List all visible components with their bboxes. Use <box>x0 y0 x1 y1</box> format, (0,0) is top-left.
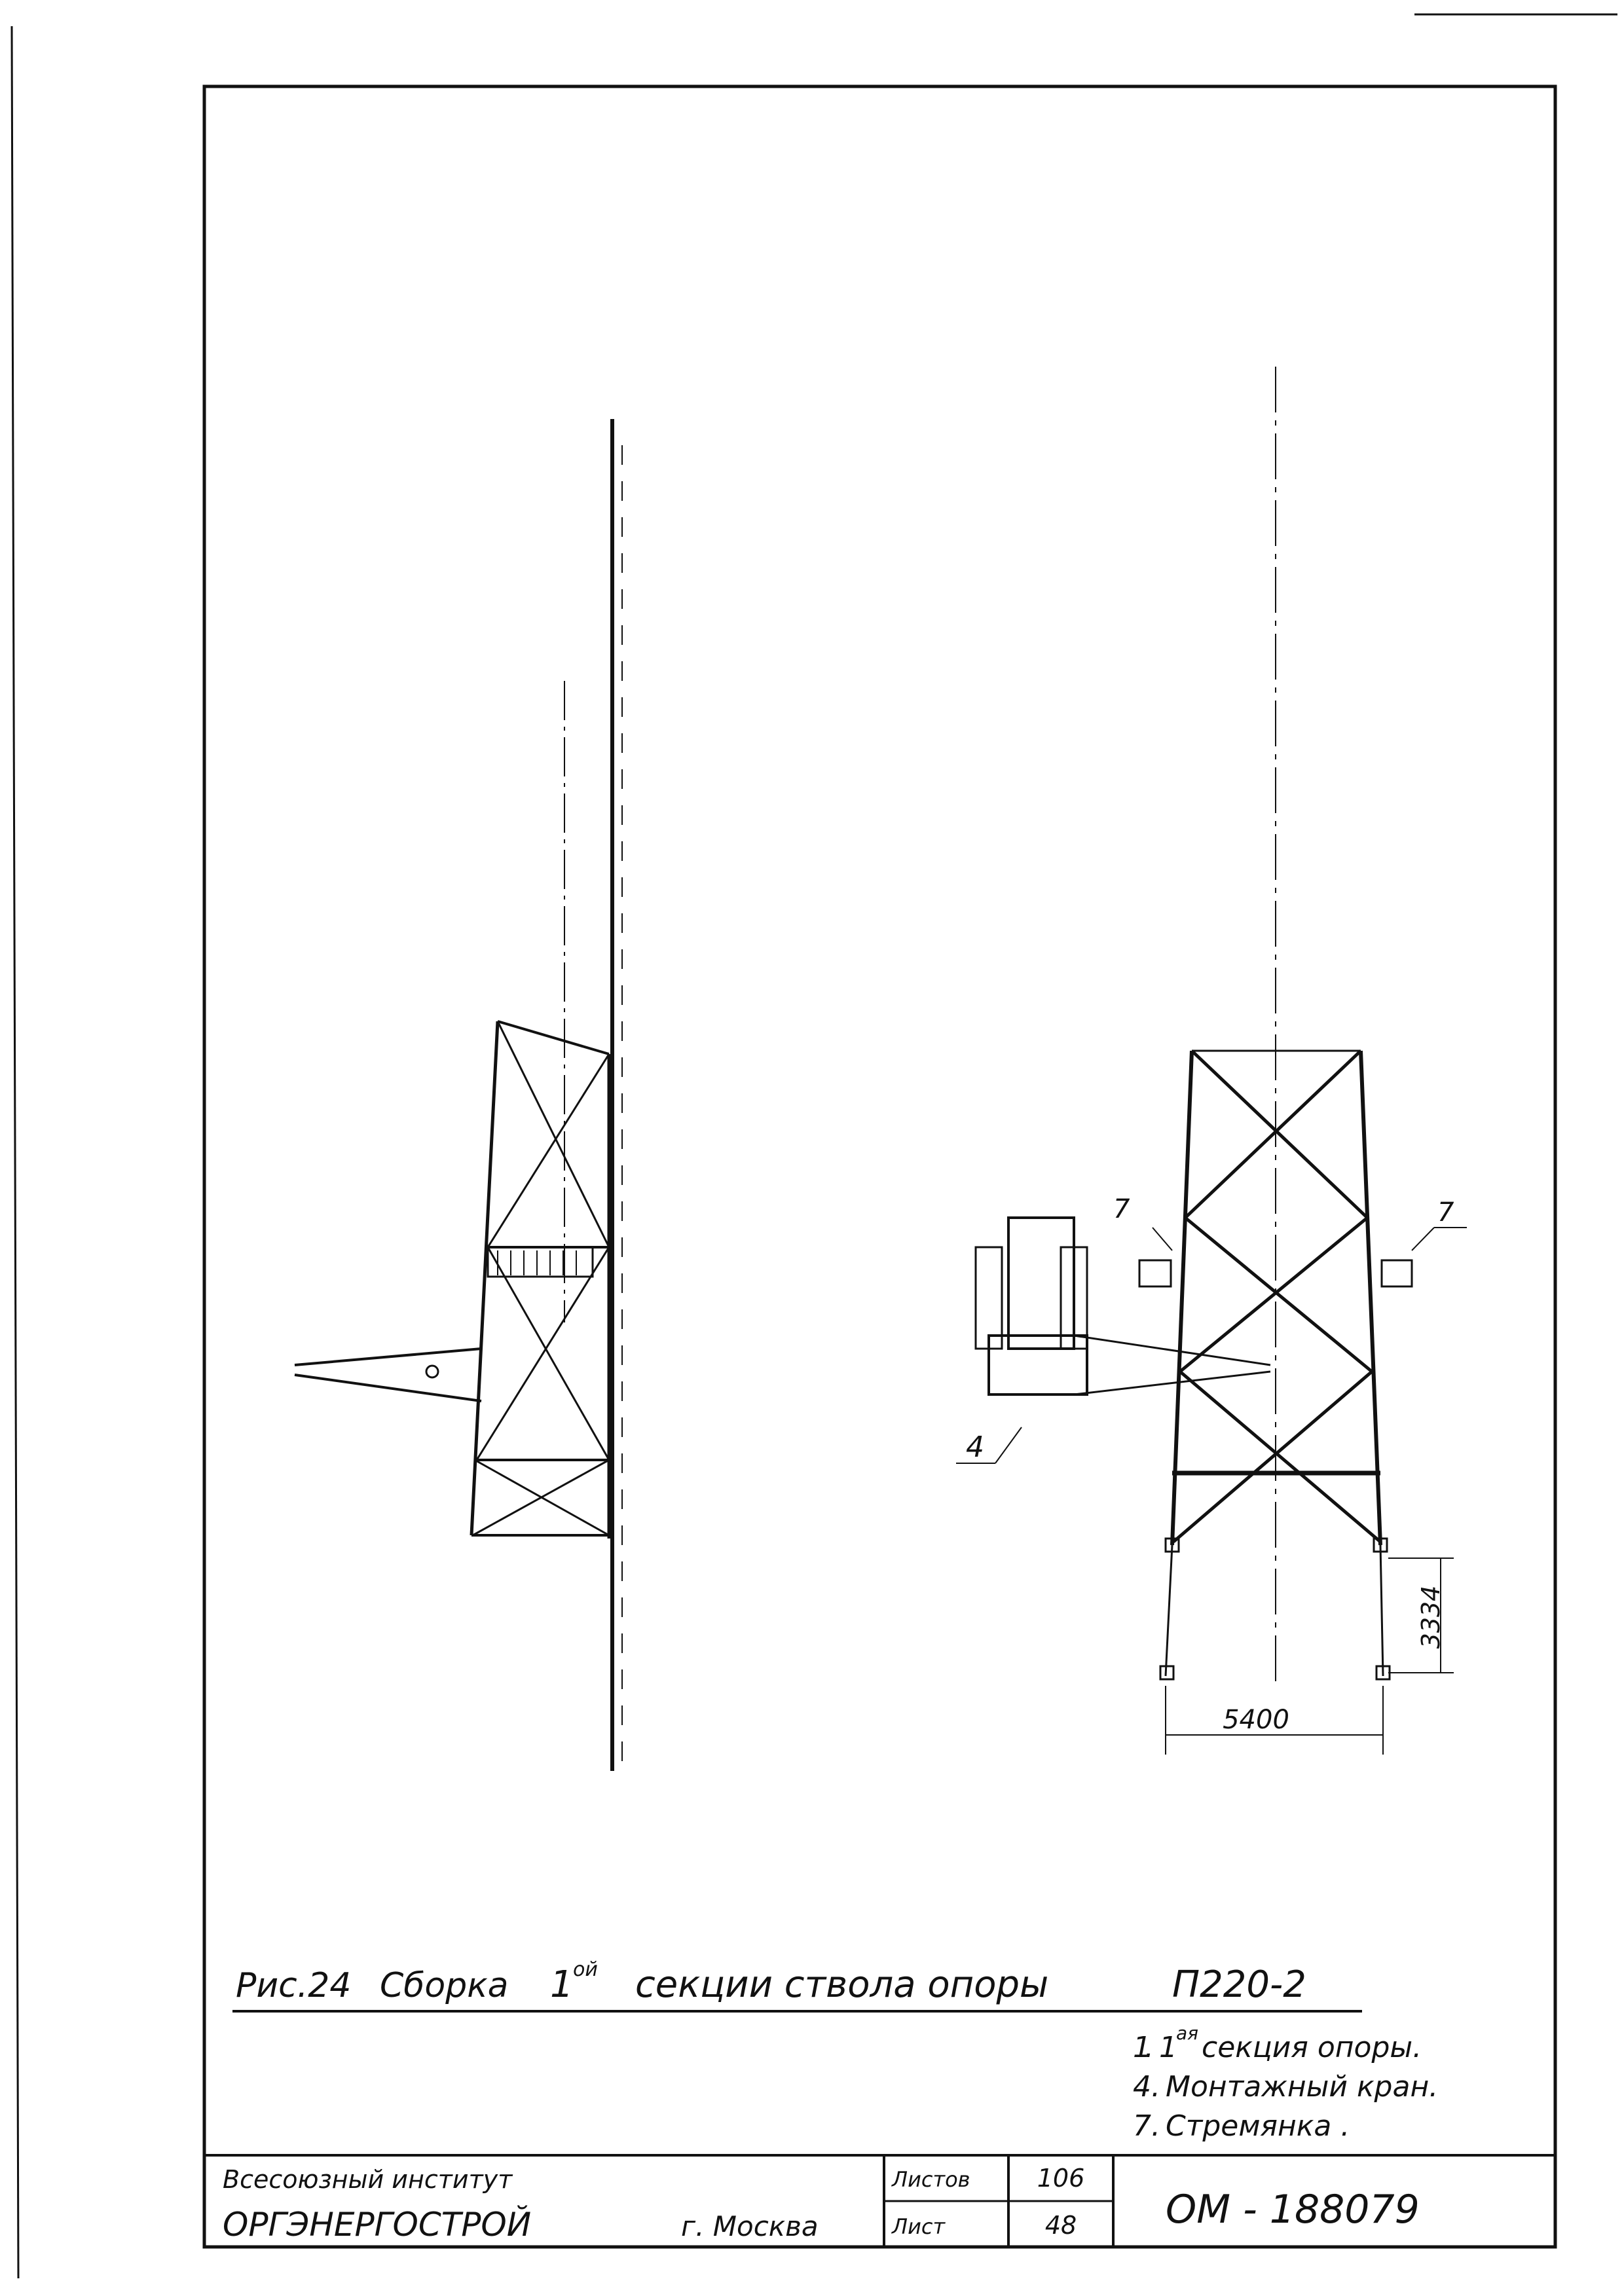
dim-width-text: 5400 <box>1223 1705 1289 1735</box>
crane-boom-left <box>294 1347 482 1366</box>
crane-boom-right <box>1073 1334 1271 1366</box>
dimension-height <box>1388 1558 1454 1673</box>
caption-prefix: Рис.24 <box>236 1966 351 2005</box>
sheets-value: 106 <box>1037 2164 1085 2193</box>
institute-line2: ОРГЭНЕРГОСТРОЙ <box>223 2205 531 2244</box>
legend-item-7-text: Стремянка . <box>1166 2109 1350 2143</box>
svg-text:.: . <box>1145 2031 1154 2064</box>
callout-crane: 4 <box>966 1430 984 1464</box>
tower-right-leg <box>1359 1050 1382 1546</box>
caption-text: секции ствола опоры <box>635 1963 1048 2006</box>
ladder-right <box>1380 1259 1413 1288</box>
figure-caption: Рис.24 Сборка 1 ой секции ствола опоры П… <box>232 1958 1362 2013</box>
institute-line1: Всесоюзный институт <box>223 2165 513 2194</box>
sheet-label: Лист <box>891 2214 946 2239</box>
callout-ladder-left: 7 <box>1113 1194 1130 1224</box>
legend: 1 . 1 ая секция опоры. 4. Монтажный кран… <box>1133 2022 1438 2143</box>
crane-top-view <box>956 1216 1271 1464</box>
legend-item-4-text: Монтажный кран. <box>1166 2070 1438 2104</box>
legend-item-1-text: секция опоры. <box>1202 2031 1422 2064</box>
sheet-value: 48 <box>1045 2211 1077 2240</box>
sheets-label: Листов <box>891 2167 970 2192</box>
scan-edge-line <box>10 26 20 2279</box>
caption-word1: Сборка <box>380 1966 508 2005</box>
left-view <box>294 419 623 1771</box>
legend-item-7-num: 7. <box>1133 2109 1160 2143</box>
dim-height-text: 3334 <box>1416 1586 1445 1649</box>
drawing-frame <box>202 84 1557 2249</box>
title-block: Всесоюзный институт ОРГЭНЕРГОСТРОЙ г. Мо… <box>204 2154 1555 2247</box>
legend-item-1-num: 1 <box>1133 2031 1151 2064</box>
caption-number: 1 <box>550 1963 574 2006</box>
legend-item-4-num: 4. <box>1133 2070 1160 2104</box>
document-code: ОМ - 188079 <box>1166 2187 1420 2232</box>
dimension-width <box>1165 1686 1384 1755</box>
tower-left-leg <box>1170 1050 1194 1546</box>
institute-city: г. Москва <box>681 2210 819 2242</box>
callout-ladder-right: 7 <box>1437 1197 1454 1228</box>
svg-text:1: 1 <box>1159 2031 1177 2064</box>
ladder-platform <box>487 1246 594 1278</box>
caption-superscript: ой <box>573 1958 598 1981</box>
right-view <box>956 367 1467 1755</box>
caption-code: П220-2 <box>1172 1963 1306 2006</box>
ladder-left <box>1138 1259 1172 1288</box>
legend-item-1-sup: ая <box>1176 2022 1198 2044</box>
